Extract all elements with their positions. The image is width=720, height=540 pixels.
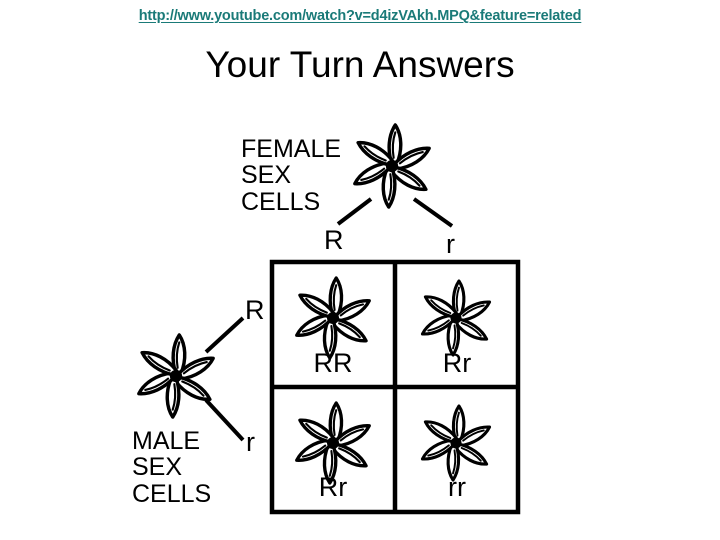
punnett-cell-genotype-4: rr [448,472,466,502]
column-header-allele-2: r [446,229,455,259]
source-url-link[interactable]: http://www.youtube.com/watch?v=d4izVAkh.… [138,8,582,24]
punnett-cell-genotype-2: Rr [442,348,472,378]
punnett-cell-genotype-1: RR [313,348,353,378]
column-header-allele-1: R [324,225,344,255]
row-header-allele-2: r [246,427,255,457]
row-header-allele-1: R [245,295,265,325]
female-sex-cells-label: FEMALE SEX CELLS [241,135,342,216]
male-sex-cells-label: MALE SEX CELLS [132,427,212,508]
page-title: Your Turn Answers [205,44,515,85]
punnett-cell-genotype-3: Rr [318,472,348,502]
